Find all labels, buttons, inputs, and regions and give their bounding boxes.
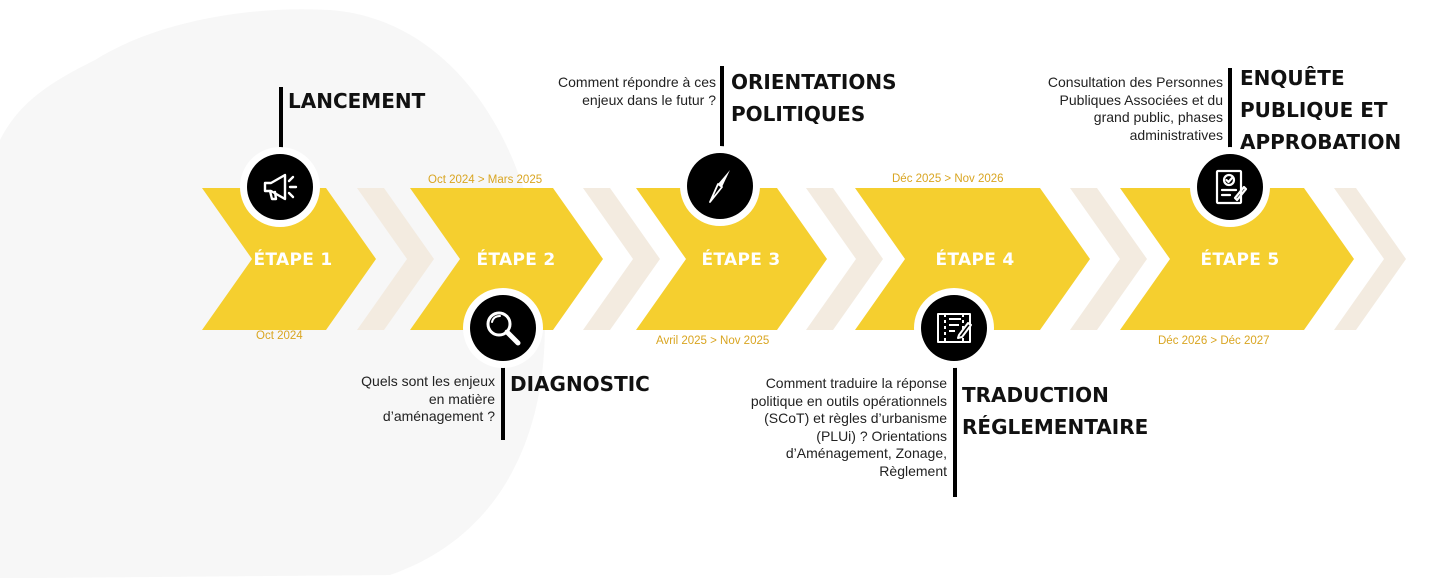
step-arrow-5: [1120, 188, 1354, 330]
map-pen-icon: [937, 313, 972, 343]
step-icon-circle-5: [1190, 147, 1270, 227]
connector-line-3: [720, 66, 724, 150]
step-date-2: Oct 2024 > Mars 2025: [428, 174, 543, 186]
step-label-2: ÉTAPE 2: [476, 250, 556, 270]
step-date-3: Avril 2025 > Nov 2025: [656, 335, 770, 347]
step-title-3: ORIENTATIONS POLITIQUES: [731, 70, 897, 126]
step-label-1: ÉTAPE 1: [253, 250, 333, 270]
magnifier-icon: [486, 311, 521, 346]
connector-line-4: [953, 360, 957, 497]
step-icon-circle-3: [680, 146, 760, 226]
step-date-1: Oct 2024: [256, 330, 303, 342]
megaphone-icon: [263, 173, 298, 201]
step-label-3: ÉTAPE 3: [701, 250, 781, 270]
step-description-4: Comment traduire la réponse politique en…: [750, 375, 947, 479]
spacer-chevron-4: [1070, 188, 1147, 330]
step-description-5: Consultation des Personnes Publiques Ass…: [1047, 74, 1223, 143]
spacer-chevron-1: [357, 188, 434, 330]
spacer-chevron-3: [806, 188, 883, 330]
spacer-chevron-5: [1334, 188, 1406, 330]
step-arrow-4: [855, 188, 1090, 330]
spacer-chevron-2: [583, 188, 660, 330]
step-title-1: LANCEMENT: [288, 89, 426, 113]
connector-line-5: [1228, 68, 1232, 153]
step-arrow-3: [636, 188, 827, 330]
document-check-icon: [1215, 169, 1248, 205]
step-date-4: Déc 2025 > Nov 2026: [892, 173, 1004, 185]
connector-line-2: [501, 360, 505, 440]
step-description-2: Quels sont les enjeux en matière d’aména…: [361, 373, 495, 424]
step-title-5: ENQUÊTE PUBLIQUE ET APPROBATION: [1240, 66, 1402, 154]
compass-icon: [709, 170, 730, 203]
step-label-5: ÉTAPE 5: [1200, 250, 1280, 270]
connector-line-1: [279, 87, 283, 149]
step-arrow-2: [410, 188, 603, 330]
step-icon-circle-1: [240, 147, 320, 227]
step-title-2: DIAGNOSTIC: [510, 372, 650, 396]
step-date-5: Déc 2026 > Déc 2027: [1158, 335, 1270, 347]
step-title-4: TRADUCTION RÉGLEMENTAIRE: [962, 383, 1149, 439]
step-icon-circle-2: [463, 288, 543, 368]
step-label-4: ÉTAPE 4: [935, 250, 1015, 270]
step-icon-circle-4: [914, 288, 994, 368]
step-description-3: Comment répondre à ces enjeux dans le fu…: [558, 74, 716, 108]
step-arrow-1: [202, 188, 376, 330]
